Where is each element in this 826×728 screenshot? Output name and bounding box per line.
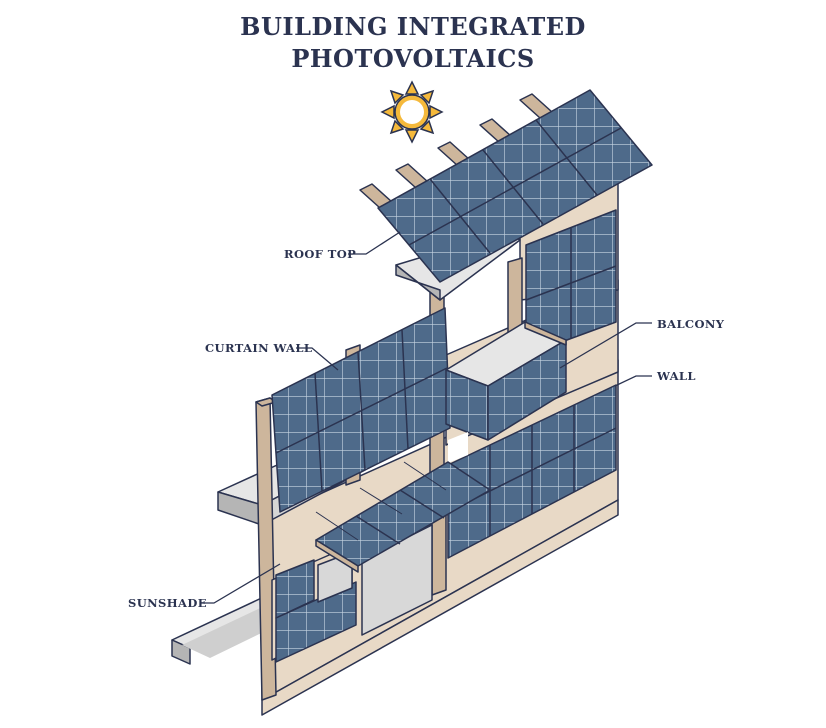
label-curtain-wall: CURTAIN WALL (205, 341, 312, 355)
label-balcony: BALCONY (657, 317, 724, 331)
label-sunshade: SUNSHADE (128, 596, 207, 610)
label-roof-top: ROOF TOP (284, 247, 356, 261)
sun-icon (382, 82, 442, 142)
label-wall: WALL (657, 369, 696, 383)
